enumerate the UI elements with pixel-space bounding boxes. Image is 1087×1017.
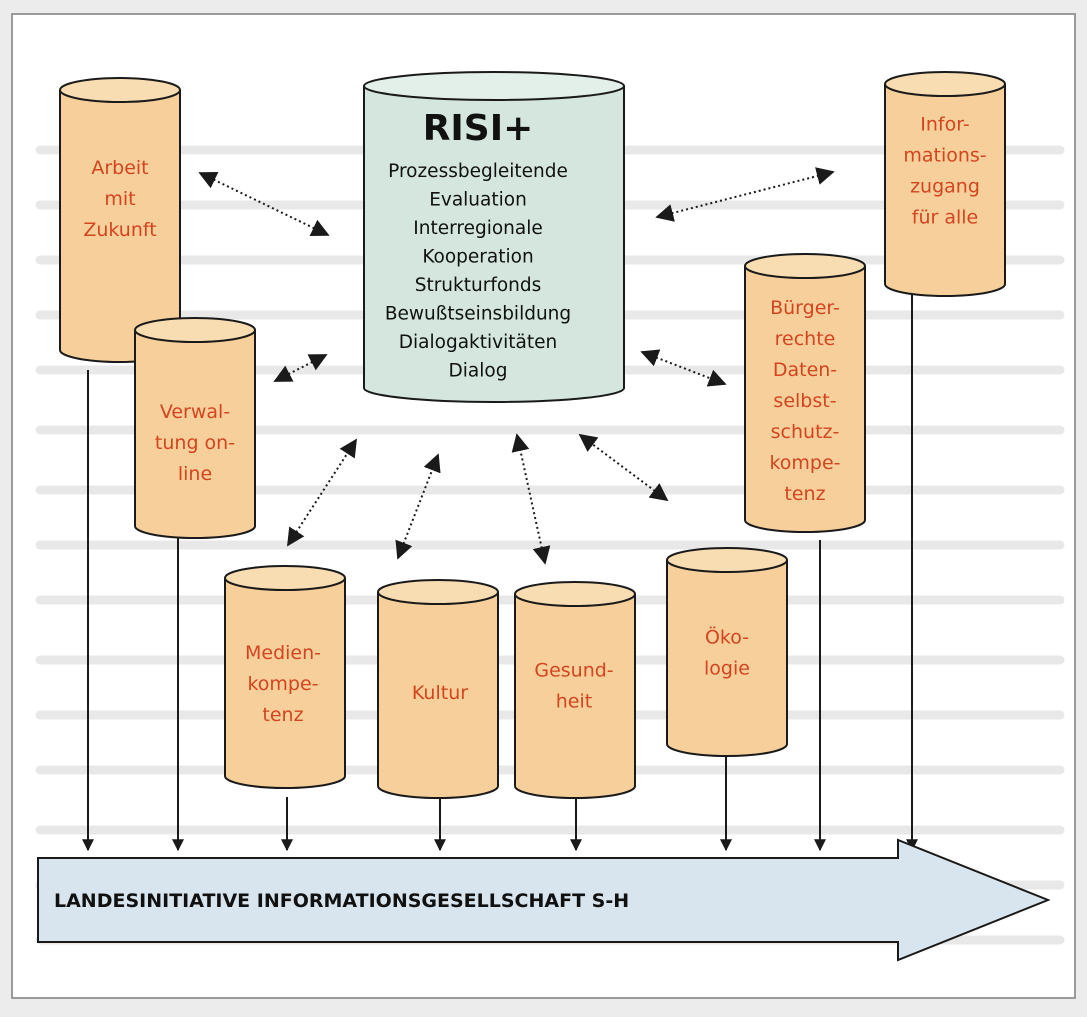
center-line: Kooperation [422, 247, 533, 268]
cylinder-medien: Medien-kompe-tenz [224, 565, 346, 789]
cylinder-label-line: Kultur [412, 682, 468, 704]
cylinder-label-line: Zukunft [83, 219, 156, 241]
cylinder-label-line: mit [104, 188, 135, 210]
cylinder-verwalt: Verwal-tung on-line [134, 317, 256, 539]
cylinder-label-line: Öko- [705, 626, 749, 649]
cylinder-label-line: schutz- [771, 421, 840, 443]
cylinder-label-line: für alle [912, 207, 978, 229]
cylinder-buerger-label: Bürger-rechteDaten-selbst-schutz-kompe-t… [769, 297, 840, 505]
center-line: Dialogaktivitäten [399, 332, 557, 353]
cylinder-gesund-label: Gesund-heit [534, 660, 613, 713]
cylinder-kultur-label: Kultur [412, 682, 468, 704]
connector-kultur [395, 453, 441, 560]
center-line: Prozessbegleitende [388, 161, 568, 182]
cylinder-label-line: kompe- [247, 673, 318, 695]
center-line: Strukturfonds [415, 275, 542, 296]
cylinder-label-line: Gesund- [534, 660, 613, 682]
cylinder-medien-label: Medien-kompe-tenz [245, 642, 321, 726]
cylinder-label-line: Medien- [245, 642, 321, 664]
center-cylinder: RISI+ ProzessbegleitendeEvaluationInterr… [363, 71, 625, 403]
connector-info [655, 167, 835, 222]
cylinder-kultur: Kultur [377, 579, 499, 799]
cylinder-label-line: logie [704, 658, 750, 680]
cylinder-verwalt-label: Verwal-tung on-line [155, 401, 235, 485]
center-line: Evaluation [429, 190, 527, 211]
connector-arbeit [198, 171, 330, 237]
cylinder-label-line: line [178, 463, 212, 485]
cylinder-label-line: zugang [910, 176, 980, 198]
banner-arrow: LANDESINITIATIVE INFORMATIONSGESELLSCHAF… [37, 838, 1051, 962]
cylinder-label-line: tenz [784, 483, 825, 505]
cylinder-gesund: Gesund-heit [514, 581, 636, 799]
center-title: RISI+ [423, 108, 534, 149]
cylinder-label-line: Bürger- [770, 297, 840, 319]
connector-arrows [198, 167, 835, 565]
cylinder-oeko-label: Öko-logie [704, 626, 750, 680]
cylinder-label-line: kompe- [769, 452, 840, 474]
connector-gesund [511, 433, 551, 565]
cylinder-oeko: Öko-logie [666, 547, 788, 757]
down-arrows [82, 290, 918, 852]
cylinder-label-line: Verwal- [160, 401, 230, 423]
center-lines: ProzessbegleitendeEvaluationInterregiona… [385, 161, 571, 382]
cylinder-info: Infor-mations-zugang für alle [884, 71, 1006, 297]
center-line: Dialog [449, 361, 508, 382]
center-line: Bewußtseinsbildung [385, 304, 571, 325]
banner-label: LANDESINITIATIVE INFORMATIONSGESELLSCHAF… [54, 890, 629, 912]
cylinder-info-label: Infor-mations-zugang für alle [903, 114, 986, 229]
cylinder-buerger: Bürger-rechteDaten-selbst-schutz-kompe-t… [744, 253, 866, 533]
center-line: Interregionale [413, 218, 542, 239]
cylinder-label-line: rechte [775, 328, 836, 350]
cylinder-label-line: Arbeit [91, 157, 148, 179]
cylinder-label-line: tenz [262, 704, 303, 726]
cylinder-label-line: tung on- [155, 432, 235, 454]
cylinder-label-line: mations- [903, 145, 986, 167]
cylinder-label-line: Infor- [920, 114, 969, 136]
cylinder-label-line: selbst- [773, 390, 836, 412]
connector-oeko [578, 433, 669, 502]
connector-medien [287, 438, 357, 547]
cylinder-label-line: Daten- [773, 359, 837, 381]
cylinder-label-line: heit [556, 691, 592, 713]
